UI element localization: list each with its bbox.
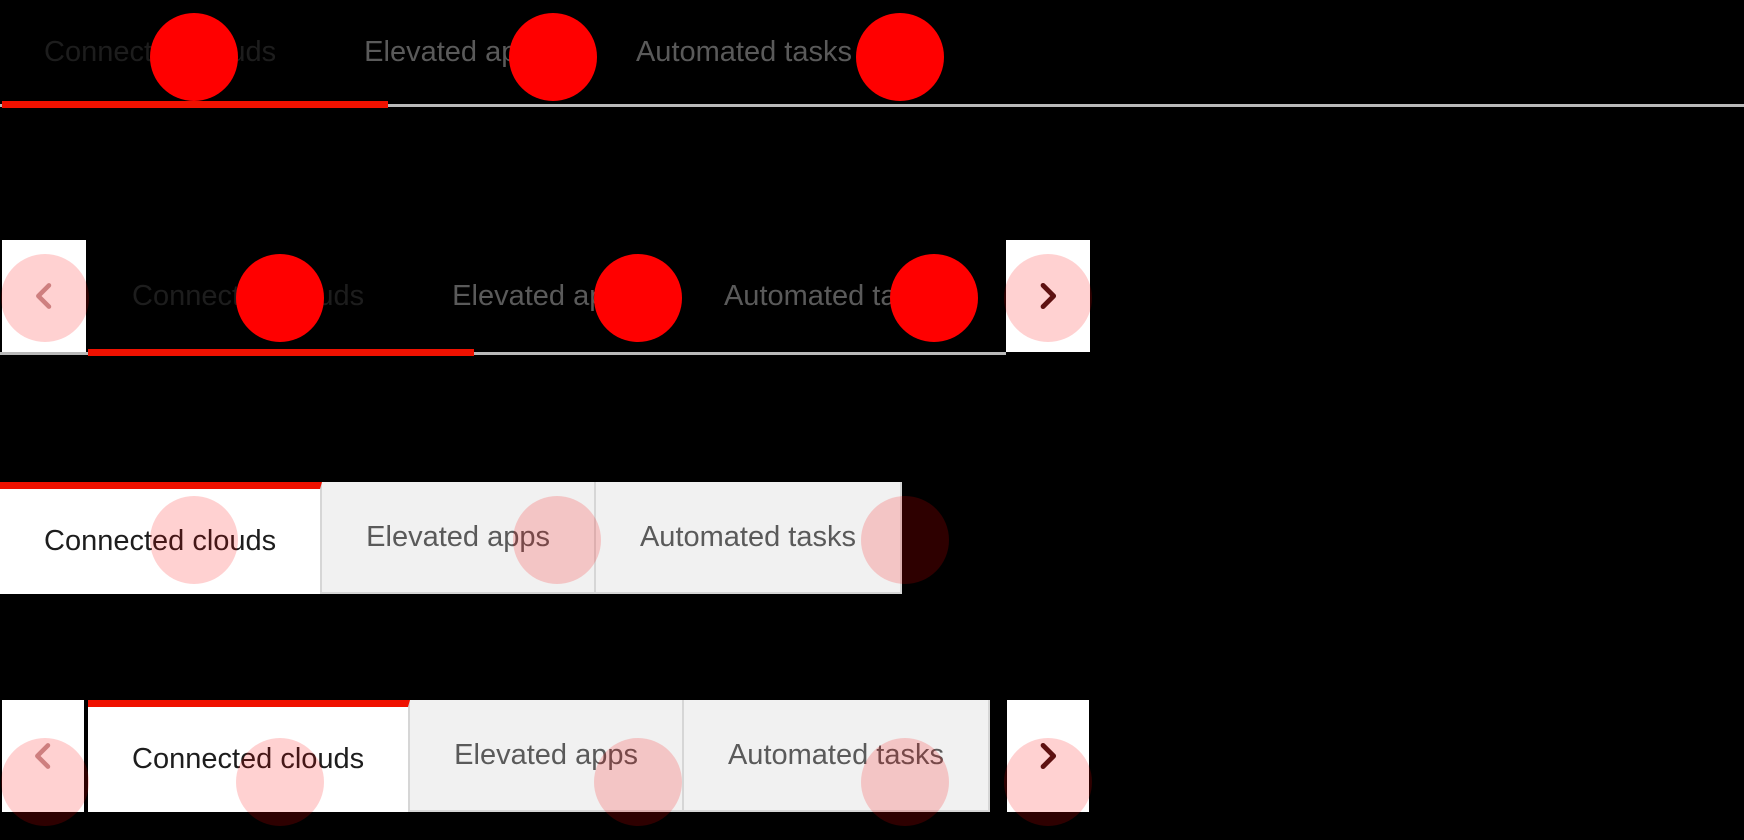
scroll-prev-button[interactable] [2,700,84,812]
tab-elevated-apps[interactable]: Elevated apps [320,0,592,104]
chevron-right-icon [1031,279,1065,313]
tab-automated-tasks[interactable]: Automated tasks [680,240,984,352]
tab-connected-clouds[interactable]: Connected clouds [0,0,320,104]
tabbar-baseline [0,352,1006,355]
scroll-prev-button[interactable] [2,240,86,352]
tab-automated-tasks[interactable]: Automated tasks [592,0,896,104]
tab-automated-tasks[interactable]: Automated tasks [683,700,990,812]
tab-elevated-apps[interactable]: Elevated apps [410,700,684,812]
scroll-next-button[interactable] [1006,240,1090,352]
tabbar-underline-scrollable: Connected clouds Elevated apps Automated… [0,240,1090,356]
tab-connected-clouds[interactable]: Connected clouds [88,240,408,352]
tabbar-boxed: Connected clouds Elevated apps Automated… [0,482,1090,594]
tabbar-baseline [0,104,1744,107]
tab-elevated-apps[interactable]: Elevated apps [322,482,596,594]
tab-connected-clouds[interactable]: Connected clouds [88,700,411,812]
tabbar-underline: Connected clouds Elevated apps Automated… [0,0,1744,110]
active-tab-indicator [88,349,474,356]
chevron-right-icon [1031,739,1065,773]
tabbar-boxed-scrollable: Connected clouds Elevated apps Automated… [0,700,1090,840]
tab-connected-clouds[interactable]: Connected clouds [0,482,323,594]
tabbar-track[interactable]: Connected clouds Elevated apps Automated… [88,240,1006,352]
chevron-left-icon [27,279,61,313]
scroll-next-button[interactable] [1007,700,1089,812]
tab-automated-tasks[interactable]: Automated tasks [595,482,902,594]
tabbar-track: Connected clouds Elevated apps Automated… [0,482,902,594]
tab-elevated-apps[interactable]: Elevated apps [408,240,680,352]
chevron-left-icon [26,739,60,773]
tabbar-track: Connected clouds Elevated apps Automated… [0,0,896,104]
active-tab-indicator [2,101,388,108]
tabbar-track[interactable]: Connected clouds Elevated apps Automated… [88,700,1007,812]
